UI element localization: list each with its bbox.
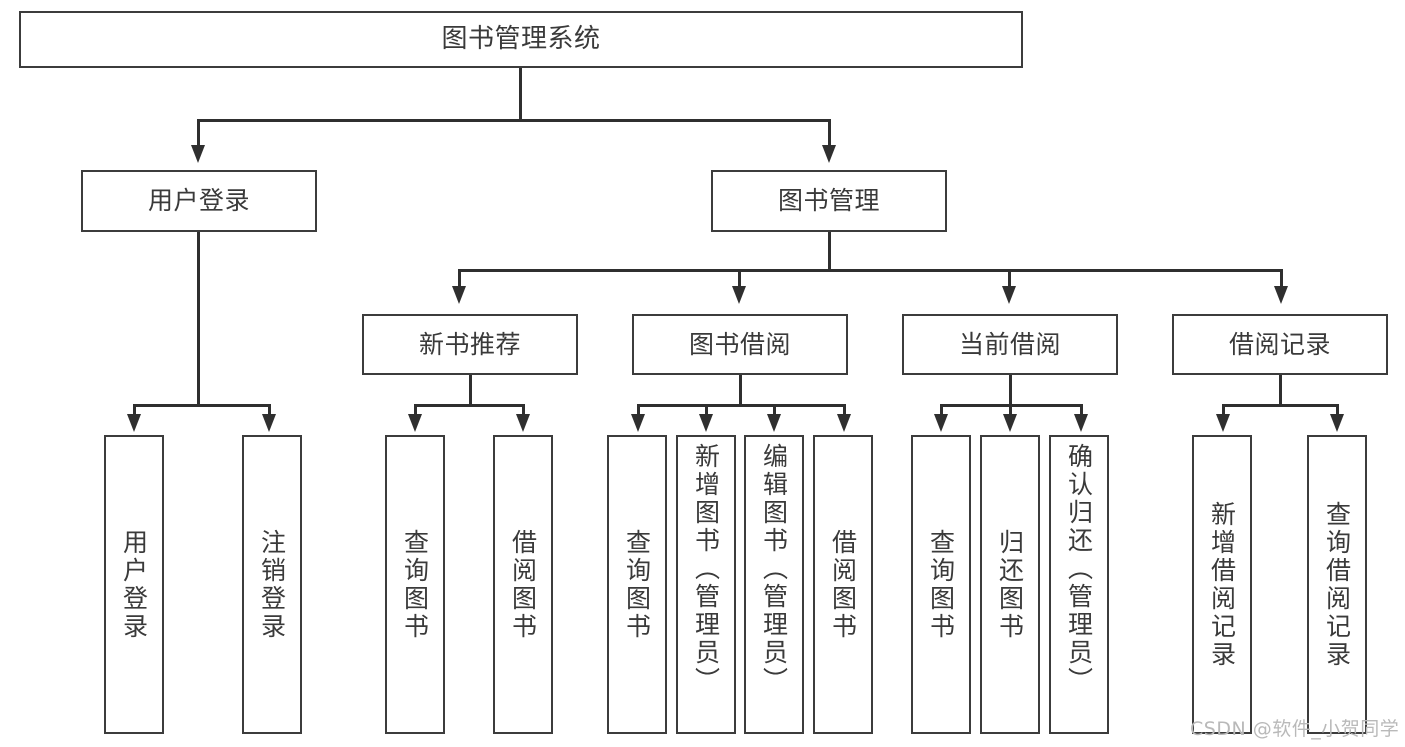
arrow-to-leaf-logout [262,414,276,432]
connector-borrow-record-stem [1279,375,1282,406]
connector-current-borrow-leg-1 [940,404,943,416]
node-label: 确认归还（管理员） [1064,443,1094,695]
node-label: 借阅图书 [828,528,858,641]
leaf-query-borrow-record[interactable]: 查询借阅记录 [1307,435,1367,734]
connector-current-borrow-leg-3 [1080,404,1083,416]
node-current-borrow[interactable]: 当前借阅 [902,314,1118,375]
leaf-query-book-recommend[interactable]: 查询图书 [385,435,445,734]
leaf-user-login[interactable]: 用户登录 [104,435,164,734]
node-book-borrow[interactable]: 图书借阅 [632,314,848,375]
arrow-to-leaf-edit-book [767,414,781,432]
leaf-query-book-current[interactable]: 查询图书 [911,435,971,734]
connector-root-leg-2 [828,119,831,147]
leaf-add-borrow-record[interactable]: 新增借阅记录 [1192,435,1252,734]
node-user-login[interactable]: 用户登录 [81,170,317,232]
connector-user-login-leg-1 [133,404,136,416]
arrow-to-leaf-borrow-book-2 [837,414,851,432]
leaf-edit-book-admin[interactable]: 编辑图书（管理员） [744,435,804,734]
connector-book-mgmt-leg-3 [1008,269,1011,288]
arrow-to-leaf-query-record [1330,414,1344,432]
arrow-to-user-login [191,145,205,163]
node-label: 新增图书（管理员） [691,443,721,695]
connector-book-borrow-leg-2 [705,404,708,416]
connector-book-mgmt-stem [828,232,831,271]
leaf-add-book-admin[interactable]: 新增图书（管理员） [676,435,736,734]
node-label: 编辑图书（管理员） [759,443,789,695]
arrow-to-leaf-user-login [127,414,141,432]
arrow-to-leaf-return-book [1003,414,1017,432]
connector-new-book-leg-1 [414,404,417,416]
connector-current-borrow-leg-2 [1009,404,1012,416]
node-label: 查询借阅记录 [1322,500,1352,669]
node-new-book-recommend[interactable]: 新书推荐 [362,314,578,375]
arrow-to-leaf-query-book-3 [934,414,948,432]
connector-new-book-leg-2 [522,404,525,416]
connector-new-book-bus [414,404,524,407]
connector-new-book-stem [469,375,472,406]
node-label: 查询图书 [400,528,430,641]
connector-user-login-leg-2 [268,404,271,416]
connector-book-borrow-bus [637,404,845,407]
connector-current-borrow-stem [1009,375,1012,406]
node-label: 新增借阅记录 [1207,500,1237,669]
leaf-borrow-book[interactable]: 借阅图书 [813,435,873,734]
node-label: 用户登录 [119,528,149,641]
node-book-management[interactable]: 图书管理 [711,170,947,232]
node-label: 用户登录 [147,186,250,216]
connector-root-bus [197,119,831,122]
connector-root-leg-1 [197,119,200,147]
node-label: 归还图书 [995,528,1025,641]
node-root-book-management-system[interactable]: 图书管理系统 [19,11,1023,68]
arrow-to-borrow-record [1274,286,1288,304]
arrow-to-leaf-borrow-book-1 [516,414,530,432]
node-label: 当前借阅 [958,329,1061,359]
connector-user-login-bus [133,404,270,407]
node-label: 注销登录 [257,528,287,641]
arrow-to-new-book-recommend [452,286,466,304]
node-label: 借阅记录 [1228,329,1331,359]
connector-book-mgmt-leg-2 [738,269,741,288]
node-label: 图书管理系统 [441,24,601,55]
arrow-to-leaf-query-book-2 [631,414,645,432]
node-label: 图书管理 [777,186,880,216]
node-label: 借阅图书 [508,528,538,641]
arrow-to-book-borrow [732,286,746,304]
connector-book-mgmt-bus [458,269,1282,272]
connector-borrow-record-leg-2 [1336,404,1339,416]
arrow-to-book-management [822,145,836,163]
connector-borrow-record-bus [1222,404,1338,407]
node-label: 查询图书 [926,528,956,641]
connector-book-borrow-leg-3 [773,404,776,416]
connector-book-mgmt-leg-4 [1280,269,1283,288]
node-label: 新书推荐 [418,329,521,359]
leaf-confirm-return-admin[interactable]: 确认归还（管理员） [1049,435,1109,734]
arrow-to-current-borrow [1002,286,1016,304]
connector-user-login-stem [197,232,200,406]
arrow-to-leaf-confirm-return [1074,414,1088,432]
node-borrow-record[interactable]: 借阅记录 [1172,314,1388,375]
node-label: 图书借阅 [688,329,791,359]
connector-root-stem [519,68,522,121]
leaf-query-book-borrow[interactable]: 查询图书 [607,435,667,734]
connector-borrow-record-leg-1 [1222,404,1225,416]
connector-book-mgmt-leg-1 [458,269,461,288]
connector-book-borrow-leg-4 [843,404,846,416]
connector-book-borrow-stem [739,375,742,406]
leaf-borrow-book-recommend[interactable]: 借阅图书 [493,435,553,734]
watermark-text: CSDN @软件_小贺同学 [1190,718,1400,740]
leaf-logout[interactable]: 注销登录 [242,435,302,734]
arrow-to-leaf-query-book-1 [408,414,422,432]
arrow-to-leaf-add-book [699,414,713,432]
connector-book-borrow-leg-1 [637,404,640,416]
leaf-return-book[interactable]: 归还图书 [980,435,1040,734]
arrow-to-leaf-add-record [1216,414,1230,432]
node-label: 查询图书 [622,528,652,641]
